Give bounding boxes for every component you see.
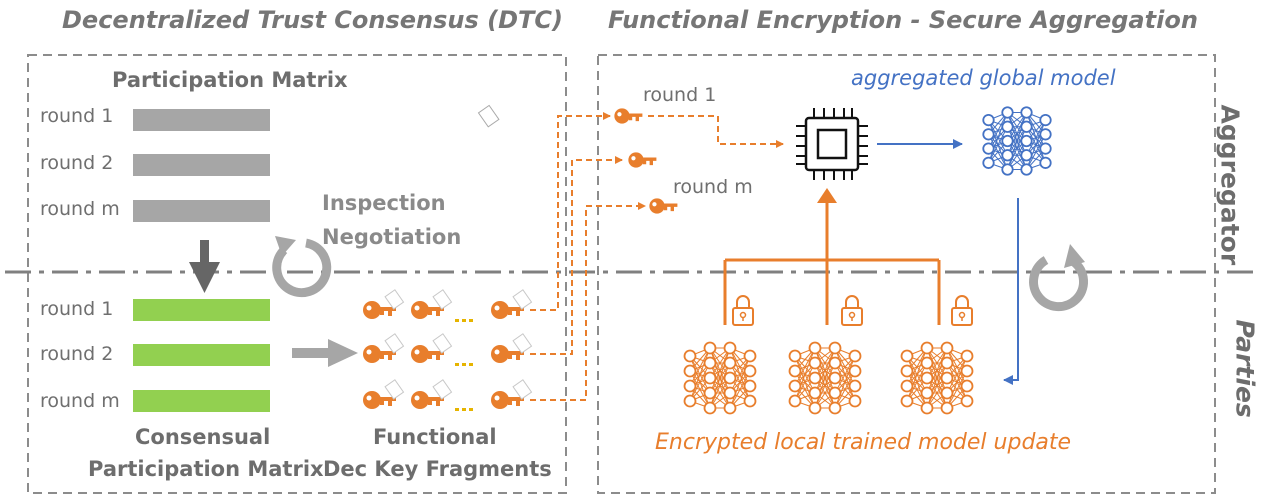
fe-title: Functional Encryption - Secure Aggregati…	[608, 6, 1198, 34]
encrypted-update-label: Encrypted local trained model update	[655, 430, 1072, 455]
key-icon	[491, 345, 524, 363]
lock-icon	[951, 295, 973, 326]
agg-key-round-label: round m	[673, 176, 753, 198]
dtc-title: Decentralized Trust Consensus (DTC)	[62, 6, 563, 34]
key-fragments-title-line1: Functional	[373, 425, 497, 449]
cm-round-bar	[133, 390, 270, 412]
key-icon	[411, 345, 444, 363]
cm-round-label: round m	[40, 390, 120, 412]
note-glyph	[384, 289, 405, 310]
participation-matrix-title: Participation Matrix	[112, 68, 348, 92]
key-icon	[363, 345, 396, 363]
key-icon	[491, 391, 524, 409]
note-glyph	[384, 379, 405, 400]
cm-round-bar	[133, 299, 270, 321]
note-glyph	[432, 379, 453, 400]
note-glyph	[512, 289, 533, 310]
note-glyph	[512, 379, 533, 400]
neural-network-icon	[900, 341, 974, 415]
note-glyph	[477, 104, 500, 128]
pm-round-bar	[133, 200, 270, 222]
note-glyph	[432, 333, 453, 354]
key-icon	[614, 108, 643, 124]
note-glyph	[512, 333, 533, 354]
note-glyph	[432, 289, 453, 310]
pm-round-label: round m	[40, 198, 120, 220]
upload-lines	[723, 200, 941, 325]
neural-network-icon	[683, 341, 757, 415]
pm-round-bar	[133, 109, 270, 131]
ellipsis-dots	[455, 319, 473, 411]
cm-round-label: round 2	[40, 343, 114, 365]
pm-round-bar	[133, 154, 270, 176]
arrow-right-icon	[292, 339, 358, 367]
cm-round-label: round 1	[40, 298, 114, 320]
key-icon	[628, 152, 657, 168]
key-icon	[363, 301, 396, 319]
arrow-up-icon	[817, 188, 837, 203]
arrow-down-icon	[189, 240, 220, 293]
fe-box	[597, 54, 1216, 494]
refresh-arrow-icon	[272, 236, 332, 298]
cm-round-bar	[133, 344, 270, 366]
key-icon	[491, 301, 524, 319]
key-routing-lines	[530, 112, 784, 401]
pm-round-label: round 1	[40, 105, 114, 127]
lock-icon	[732, 295, 754, 326]
key-icon	[411, 391, 444, 409]
pm-round-label: round 2	[40, 152, 114, 174]
key-icon	[411, 301, 444, 319]
global-to-parties-arrow	[1003, 198, 1019, 385]
aggregated-model-label: aggregated global model	[851, 66, 1116, 90]
processor-chip-icon	[796, 108, 868, 180]
neural-network-icon	[982, 106, 1052, 176]
consensual-title-line1: Consensual	[135, 425, 271, 449]
parties-side-label: Parties	[1230, 319, 1260, 418]
lock-icon	[841, 295, 863, 326]
agg-key-round-label: round 1	[643, 84, 717, 106]
neural-network-icon	[788, 341, 862, 415]
inspection-label: Inspection	[322, 191, 446, 215]
key-icon	[649, 198, 678, 214]
key-icon	[363, 391, 396, 409]
refresh-arrow-icon	[1029, 244, 1088, 312]
aggregator-side-label: Aggregator	[1215, 104, 1245, 266]
key-fragments-title-line2: Dec Key Fragments	[323, 457, 552, 481]
negotiation-label: Negotiation	[322, 225, 462, 249]
consensual-title-line2: Participation Matrix	[88, 457, 324, 481]
dtc-box	[27, 54, 567, 494]
note-glyph	[384, 333, 405, 354]
